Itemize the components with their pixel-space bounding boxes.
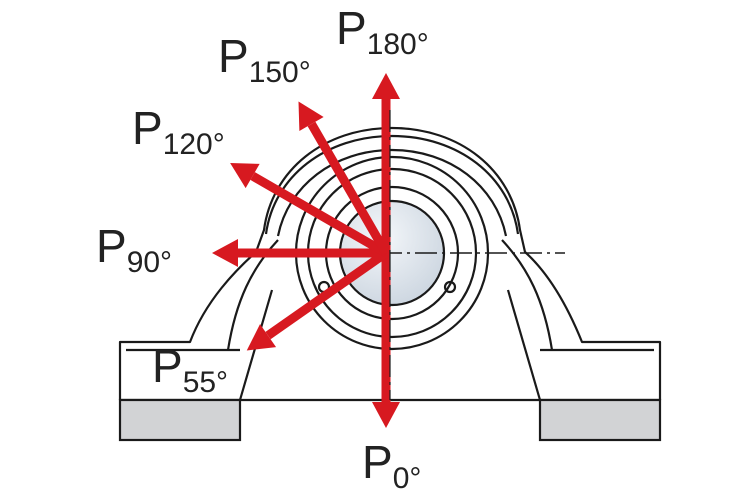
label-p180-angle: 180°	[367, 28, 429, 61]
grub-screw-right	[443, 280, 457, 294]
load-arrow-head-180	[372, 73, 400, 99]
label-p90-angle: 90°	[127, 246, 172, 279]
label-p120-angle: 120°	[163, 128, 225, 161]
base-pad-left	[118, 398, 242, 442]
label-p90: P90°	[96, 220, 172, 279]
label-p120: P120°	[132, 102, 225, 161]
label-p180-symbol: P	[336, 2, 367, 54]
label-p0: P0°	[362, 436, 421, 495]
load-arrow-head-90	[212, 239, 238, 267]
label-p55-symbol: P	[152, 340, 183, 392]
housing-cap-arc-2	[276, 148, 508, 237]
label-p120-symbol: P	[132, 102, 163, 154]
load-arrow-shaft-150	[307, 121, 390, 256]
label-p55-angle: 55°	[183, 366, 228, 399]
load-arrow-shaft-55	[265, 249, 389, 340]
label-p55: P55°	[152, 340, 228, 399]
housing-rib-right	[501, 239, 554, 351]
load-labels: P0° P55° P90° P120° P150° P180°	[96, 2, 429, 495]
label-p150: P150°	[218, 30, 311, 89]
label-p90-symbol: P	[96, 220, 127, 272]
load-arrow-head-120	[230, 163, 260, 189]
label-p0-symbol: P	[362, 436, 393, 488]
label-p0-angle: 0°	[393, 462, 422, 495]
housing-inner-right	[506, 289, 542, 401]
label-p180: P180°	[336, 2, 429, 61]
base-pad-right	[538, 398, 662, 442]
load-arrows	[212, 73, 400, 428]
housing-cap-arc-1	[264, 134, 520, 235]
load-arrow-head-55	[246, 324, 277, 351]
load-arrow-head-0	[372, 402, 400, 428]
label-p150-angle: 150°	[249, 56, 311, 89]
housing-base-outline	[118, 126, 662, 402]
label-p150-symbol: P	[218, 30, 249, 82]
load-arrow-shaft-120	[250, 172, 389, 257]
load-arrow-head-150	[298, 101, 324, 131]
